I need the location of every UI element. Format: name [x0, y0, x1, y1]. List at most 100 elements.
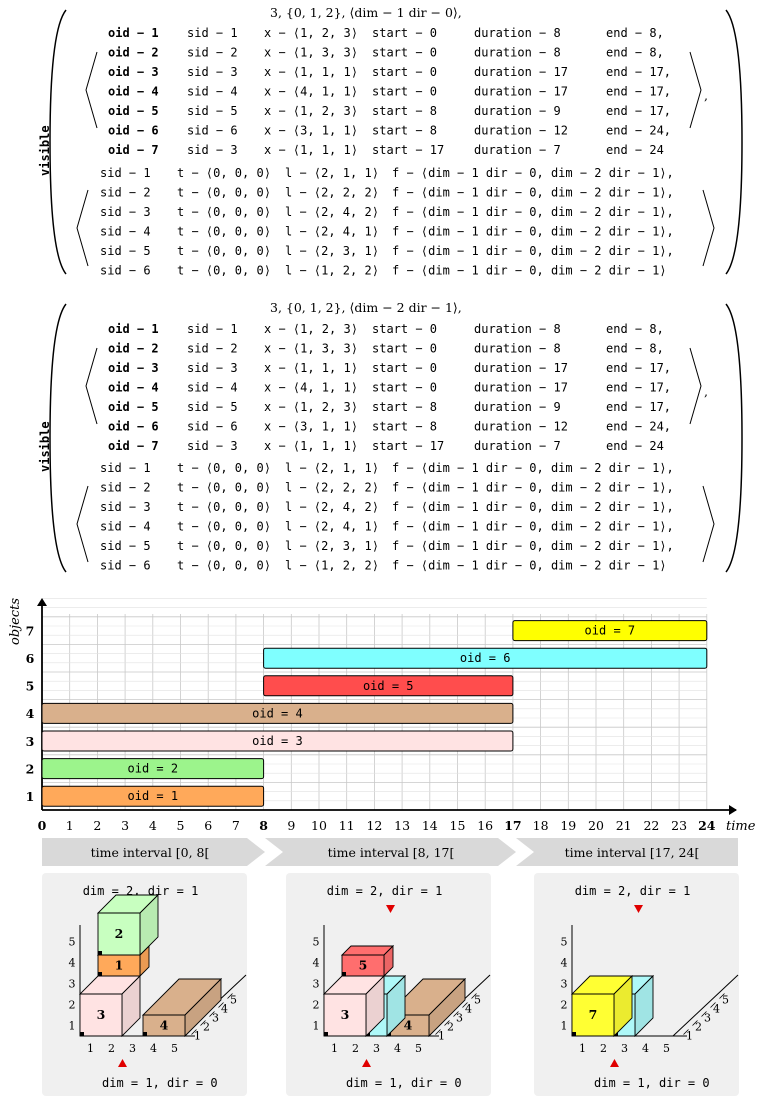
x-tick-label: 16 [477, 818, 493, 833]
shape-sid: sid − 1 [100, 461, 151, 475]
y-tick-label: 1 [313, 1020, 320, 1033]
y-tick-label: 6 [26, 651, 35, 666]
x-tick-label: 5 [171, 1042, 178, 1055]
object-oid: oid − 5 [108, 104, 159, 118]
object-start: start − 0 [372, 26, 437, 40]
x-tick-label: 20 [588, 818, 604, 833]
block-header: 3, {0, 1, 2}, ⟨dim − 1 dir − 0⟩, [270, 5, 462, 20]
z-tick-label: 5 [722, 994, 729, 1007]
box-front-face [97, 912, 141, 956]
shape-f: f − ⟨dim − 1 dir − 0, dim − 2 dir − 1⟩, [392, 166, 674, 180]
y-tick-label: 2 [69, 999, 76, 1012]
object-oid: oid − 3 [108, 361, 159, 375]
task-bar [41, 785, 265, 807]
big-paren-left [49, 303, 67, 573]
shape-t: t − ⟨0, 0, 0⟩ [177, 500, 271, 514]
object-sid: sid − 6 [187, 124, 238, 138]
object-sid: sid − 3 [187, 65, 238, 79]
task-bar-label: oid = 5 [363, 679, 414, 693]
x-tick-label: 2 [108, 1042, 115, 1055]
shape-f: f − ⟨dim − 1 dir − 0, dim − 2 dir − 1⟩, [392, 244, 674, 258]
x-tick-label: 1 [66, 818, 74, 833]
object-sid: sid − 3 [187, 439, 238, 453]
shape-f: f − ⟨dim − 1 dir − 0, dim − 2 dir − 1⟩, [392, 481, 674, 495]
y-tick-label: 4 [69, 957, 76, 970]
box-label: 5 [359, 958, 368, 973]
shape-sid: sid − 1 [100, 166, 151, 180]
shape-l: l − ⟨2, 4, 1⟩ [285, 520, 379, 534]
task-bar-label: oid = 4 [252, 706, 303, 720]
box-origin-marker [80, 1032, 84, 1036]
object-oid: oid − 5 [108, 400, 159, 414]
object-x: x − ⟨1, 1, 1⟩ [264, 439, 358, 453]
y-axis-label: objects [8, 598, 23, 645]
angle-right-shapes [702, 189, 715, 267]
object-duration: duration − 8 [474, 26, 561, 40]
visible-label: visible [38, 125, 52, 176]
x-tick-label: 0 [38, 818, 47, 833]
interval-banner-2 [265, 838, 516, 866]
shape-t: t − ⟨0, 0, 0⟩ [177, 461, 271, 475]
shape-t: t − ⟨0, 0, 0⟩ [177, 205, 271, 219]
box-label: 2 [115, 926, 124, 941]
object-duration: duration − 17 [474, 65, 568, 79]
object-end: end − 8, [606, 26, 664, 40]
direction-marker [118, 1059, 127, 1067]
object-start: start − 8 [372, 400, 437, 414]
z-tick-label: 2 [695, 1021, 702, 1034]
z-tick [683, 1029, 689, 1035]
shape-f: f − ⟨dim − 1 dir − 0, dim − 2 dir − 1⟩, [392, 461, 674, 475]
x-axis-arrow [729, 805, 737, 815]
z-tick [719, 993, 725, 999]
object-sid: sid − 5 [187, 400, 238, 414]
object-oid: oid − 3 [108, 65, 159, 79]
x-tick-label: 2 [93, 818, 101, 833]
shape-t: t − ⟨0, 0, 0⟩ [177, 520, 271, 534]
x-tick-label: 14 [422, 818, 438, 833]
y-tick-label: 2 [313, 999, 320, 1012]
task-bar [41, 702, 514, 724]
y-tick-label: 5 [313, 936, 320, 949]
object-duration: duration − 8 [474, 322, 561, 336]
object-start: start − 0 [372, 85, 437, 99]
y-tick-label: 1 [26, 789, 35, 804]
box-front-face [571, 993, 615, 1037]
big-paren-right [725, 303, 743, 573]
x-tick-label: 9 [287, 818, 295, 833]
object-oid: oid − 2 [108, 46, 159, 60]
object-duration: duration − 7 [474, 439, 561, 453]
shape-l: l − ⟨2, 3, 1⟩ [285, 539, 379, 553]
x-tick-label: 4 [149, 818, 157, 833]
x-tick-label: 5 [415, 1042, 422, 1055]
formula-block-2: visible 3, {0, 1, 2}, ⟨dim − 2 dir − 1⟩,… [38, 300, 743, 573]
shape-l: l − ⟨2, 4, 1⟩ [285, 225, 379, 239]
box-label: 7 [589, 1007, 598, 1022]
x-tick-label: 4 [394, 1042, 401, 1055]
object-start: start − 0 [372, 342, 437, 356]
task-bar [263, 647, 708, 669]
x-tick-label: 1 [87, 1042, 94, 1055]
x-tick-label: 11 [339, 818, 355, 833]
shape-sid: sid − 3 [100, 500, 151, 514]
shape-f: f − ⟨dim − 1 dir − 0, dim − 2 dir − 1⟩, [392, 520, 674, 534]
z-tick-label: 2 [447, 1021, 454, 1034]
task-bar-group: oid = 2 [41, 758, 265, 780]
task-bar-label: oid = 7 [585, 624, 636, 638]
y-tick-label: 4 [561, 957, 568, 970]
task-bar-group: oid = 3 [41, 730, 514, 752]
x-tick-label: 6 [204, 818, 212, 833]
box-origin-marker [98, 951, 102, 955]
